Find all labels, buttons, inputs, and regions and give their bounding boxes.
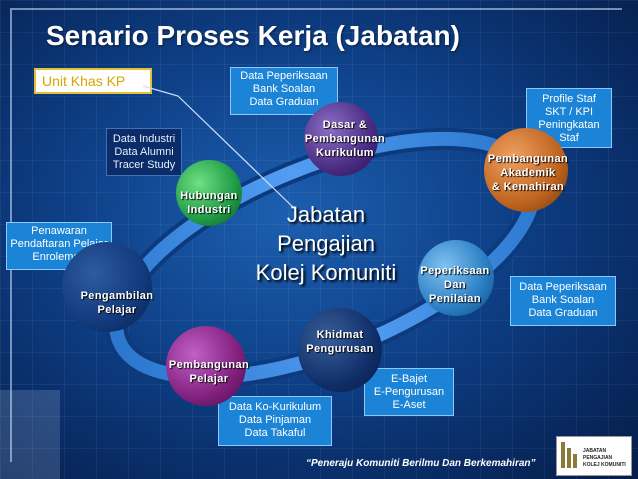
unit-label: Unit Khas KP	[34, 68, 152, 94]
node-dasar-kurikulum[interactable]	[304, 102, 378, 176]
node-pembangunan-pelajar[interactable]	[166, 326, 246, 406]
node-hubungan-industri[interactable]	[176, 160, 242, 226]
node-pengambilan-pelajar[interactable]	[62, 242, 152, 332]
jabatan-logo: JABATAN PENGAJIAN KOLEJ KOMUNITI	[556, 436, 632, 476]
label-peperiksaan: Peperiksaan Dan Penilaian	[420, 265, 490, 305]
node-peperiksaan[interactable]	[418, 240, 494, 316]
note-peperiksaan-top: Data Peperiksaan Bank Soalan Data Gradua…	[230, 67, 338, 115]
page-title: Senario Proses Kerja (Jabatan)	[46, 20, 460, 51]
note-peperiksaan-right: Data Peperiksaan Bank Soalan Data Gradua…	[510, 276, 616, 326]
note-industri: Data Industri Data Alumni Tracer Study	[106, 128, 182, 176]
label-dasar-kurikulum: Dasar & Pembangunan Kurikulum	[304, 119, 386, 159]
note-kokurikulum: Data Ko-Kurikulum Data Pinjaman Data Tak…	[218, 396, 332, 446]
label-pengambilan-pelajar: Pengambilan Pelajar	[80, 290, 154, 316]
logo-text: JABATAN PENGAJIAN KOLEJ KOMUNITI	[583, 448, 626, 468]
pointer-line	[142, 85, 297, 211]
label-khidmat-pengurusan: Khidmat Pengurusan	[306, 329, 374, 355]
logo-mark-icon	[561, 442, 579, 468]
label-pembangunan-akademik: Pembangunan Akademik & Kemahiran	[487, 153, 569, 193]
center-title: Jabatan Pengajian Kolej Komuniti	[255, 202, 397, 285]
label-pembangunan-pelajar: Pembangunan Pelajar	[168, 359, 250, 385]
node-khidmat-pengurusan[interactable]	[298, 308, 382, 392]
label-hubungan-industri: Hubungan Industri	[180, 190, 238, 216]
motto-text: “Peneraju Komuniti Berilmu Dan Berkemahi…	[306, 458, 536, 469]
note-ebajet: E-Bajet E-Pengurusan E-Aset	[364, 368, 454, 416]
node-pembangunan-akademik[interactable]	[484, 128, 568, 212]
